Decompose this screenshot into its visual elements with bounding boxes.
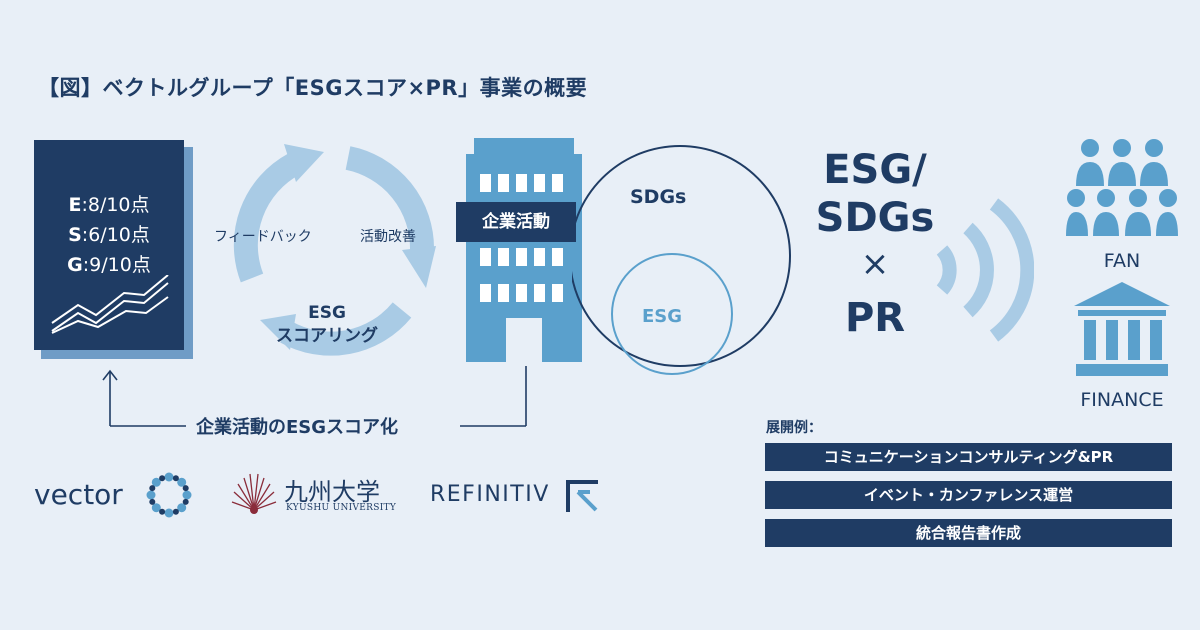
kyushu-jp-name: 九州大学 [284, 478, 380, 506]
sdgs-label: SDGs [630, 186, 687, 208]
score-g-letter: G [67, 254, 83, 276]
people-icon [1066, 139, 1178, 236]
center-line1: ESG/ [823, 147, 927, 193]
esg-inner-label: ESG [642, 306, 683, 327]
vector-logo-text: vector [34, 478, 123, 511]
flow-bracket-arrow [102, 366, 527, 427]
fan-label: FAN [1103, 250, 1141, 272]
score-g-value: :9/10点 [82, 254, 151, 276]
score-e-letter: E [68, 194, 82, 216]
times-symbol: × [860, 244, 890, 284]
flow-label: 企業活動のESGスコア化 [196, 417, 399, 438]
trend-lines-icon [51, 275, 169, 334]
example-item-2: イベント・カンファレンス運営 [765, 481, 1172, 509]
center-headline: ESG/ SDGs [790, 146, 960, 242]
score-s-value: :6/10点 [81, 224, 150, 246]
vector-logo-icon [146, 472, 192, 518]
feedback-label: フィードバック [214, 229, 312, 245]
signal-waves-icon [936, 198, 1034, 342]
scoring-label: ESG スコアリング [262, 302, 392, 348]
center-line3: PR [844, 295, 906, 341]
sdgs-esg-circles [572, 145, 791, 375]
scoring-label-line2: スコアリング [276, 326, 378, 346]
example-item-3: 統合報告書作成 [765, 519, 1172, 547]
building-icon [466, 138, 582, 362]
examples-title: 展開例： [766, 420, 822, 436]
refinitiv-logo-icon [566, 480, 598, 512]
scorecard: E:8/10点 S:6/10点 G:9/10点 [34, 140, 184, 350]
scoring-label-line1: ESG [308, 303, 346, 323]
bank-icon [1074, 282, 1170, 376]
center-line2: SDGs [815, 195, 935, 241]
refinitiv-logo-text: REFINITIV [430, 482, 550, 507]
score-s-letter: S [68, 224, 82, 246]
score-g: G:9/10点 [34, 250, 184, 277]
cycle-arrows-icon [233, 144, 436, 356]
score-e: E:8/10点 [34, 190, 184, 217]
improve-label: 活動改善 [360, 229, 416, 245]
example-item-1: コミュニケーションコンサルティング&PR [765, 443, 1172, 471]
kyushu-university-emblem [231, 473, 277, 514]
score-s: S:6/10点 [34, 220, 184, 247]
page-title: 【図】ベクトルグループ「ESGスコア×PR」事業の概要 [38, 76, 588, 100]
corporate-activity-chip: 企業活動 [456, 202, 576, 242]
finance-label: FINANCE [1080, 389, 1164, 411]
kyushu-en-name: KYUSHU UNIVERSITY [286, 503, 397, 513]
score-e-value: :8/10点 [81, 194, 150, 216]
